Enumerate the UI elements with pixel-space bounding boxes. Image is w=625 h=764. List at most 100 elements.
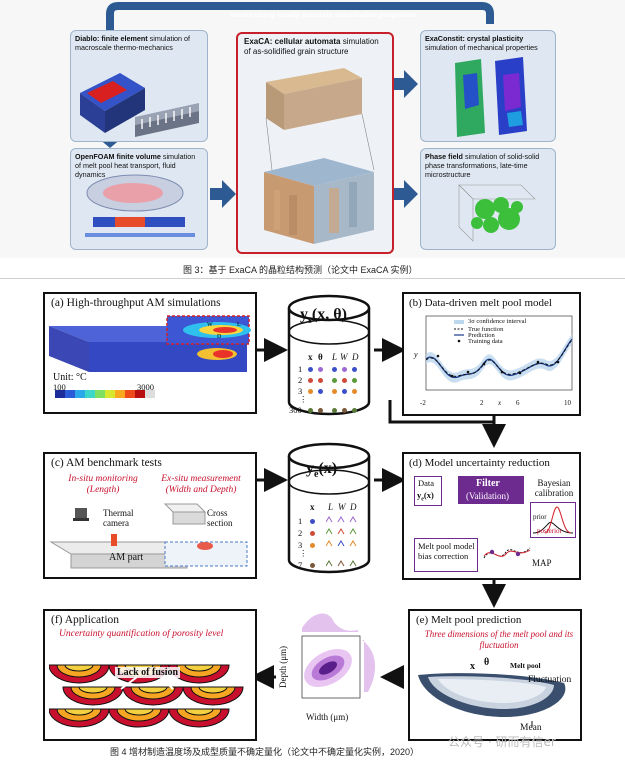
cyl-top-row: ⋮ [299, 394, 308, 404]
panel-f: (f) Application Uncertainty quantificati… [43, 609, 257, 741]
panel-e-subtitle: Three dimensions of the melt pool and it… [424, 629, 574, 650]
legend-prediction: Prediction [468, 332, 495, 339]
cyl-top-col-w: W [340, 352, 348, 362]
cyl-bottom-col-w: W [338, 502, 346, 512]
fig3-top-arrow-label: Iterate using locally accurate constitut… [230, 10, 416, 19]
panel-e-theta-label: θ [484, 657, 490, 668]
cylinder-bottom-shape [287, 442, 371, 574]
panel-a-title: (a) High-throughput AM simulations [51, 297, 221, 309]
xtick: -2 [420, 399, 426, 407]
cyl-bottom-col-x: x [310, 502, 315, 512]
xtick: 10 [564, 399, 571, 407]
dot [332, 367, 337, 372]
cyl-bottom-distributions [326, 516, 357, 567]
cylinder-top-shape [287, 294, 371, 416]
dot [318, 367, 323, 372]
dot [308, 408, 313, 413]
data-label: Data [418, 478, 435, 488]
dot [342, 408, 347, 413]
dot [332, 389, 337, 394]
colorbar [55, 390, 155, 398]
dot [318, 408, 323, 413]
phasefield-image [458, 184, 536, 242]
panel-e-title: (e) Melt pool prediction [416, 614, 522, 626]
panel-c-title: (c) AM benchmark tests [51, 457, 162, 469]
phasefield-title: Phase field simulation of solid-solid ph… [425, 152, 540, 179]
fig3-caption: 图 3：基于 ExaCA 的晶粒结构预测（论文中 ExaCA 实例） [183, 265, 418, 275]
exaca-title: ExaCA: cellular automata simulation of a… [244, 37, 379, 56]
prior-label: prior [533, 513, 547, 521]
bayesian-label: Bayesian calibration [534, 478, 574, 498]
panel-b-title: (b) Data-driven melt pool model [409, 297, 552, 309]
panel-a-simulation-image: W D L [49, 315, 251, 398]
divider-line [0, 278, 625, 279]
inset-label-d: D [217, 334, 222, 340]
map-label: MAP [532, 558, 552, 568]
cyl-top-row: 3 [298, 386, 303, 396]
bias-box: Melt pool model bias correction [414, 538, 478, 572]
unit-label: Unit: °C [53, 372, 87, 383]
inset-label-w: W [207, 322, 213, 328]
legend-true: True function [468, 326, 504, 333]
exaconstit-panel: ExaConstit: crystal plasticity simulatio… [420, 30, 556, 142]
exaconstit-title: ExaConstit: crystal plasticity simulatio… [425, 34, 538, 52]
panel-c: (c) AM benchmark tests In-situ monitorin… [43, 452, 257, 579]
dot [342, 378, 347, 383]
prior-posterior-plot [532, 506, 574, 534]
panel-e-x-label: x [470, 661, 475, 672]
filter-box: Filter (Validation) [458, 476, 524, 504]
fig4-connectors [250, 338, 506, 689]
x-axis-label: x [498, 399, 502, 407]
dot [352, 378, 357, 383]
fig4-caption: 图 4 增材制造温度场及成型质量不确定量化（论文中不确定量化实例，2020） [110, 747, 420, 757]
posterior-label: posterior [537, 527, 562, 535]
cyl-top-col-theta: θ [318, 352, 323, 362]
phasefield-panel: Phase field simulation of solid-solid ph… [420, 148, 556, 250]
exaca-image [264, 68, 375, 244]
panel-b: (b) Data-driven melt pool model 3σ confi… [402, 292, 581, 416]
cyl-bottom-col-l: L [328, 502, 334, 512]
data-symbol: ye(x) [417, 490, 434, 503]
xtick: 6 [516, 399, 520, 407]
openfoam-title: OpenFOAM finite volume simulation of mel… [75, 152, 196, 179]
figure-3: Iterate using locally accurate constitut… [0, 0, 625, 275]
dot [352, 389, 357, 394]
cyl-top-row: 300 [289, 405, 302, 415]
fluctuation-label: Fluctuation [528, 675, 572, 685]
cyl-top-row: 1 [298, 364, 303, 374]
dot [310, 543, 315, 548]
dot [310, 519, 315, 524]
openfoam-image [85, 174, 195, 237]
filter-label: Filter [476, 478, 500, 489]
dot [352, 367, 357, 372]
panel-d: (d) Model uncertainty reduction Data ye(… [402, 452, 581, 580]
cyl-top-col-d: D [352, 352, 359, 362]
exsitu-label: Ex-situ measurement (Width and Depth) [161, 474, 241, 495]
melt-pool-image [418, 673, 566, 727]
panel-b-ylabel: y [414, 350, 418, 359]
dot [308, 367, 313, 372]
cyl-top-col-x: x [308, 352, 313, 362]
cyl-bottom-row: 2 [298, 528, 303, 538]
cylinder-experimental-data: ye(x) x L W D 1 2 3 ⋮ 7 [286, 438, 372, 578]
cross-section-label: Cross section [207, 508, 233, 528]
cyl-bottom-row: ⋮ [299, 548, 308, 558]
cylinder-simulation-data: ys(x, θ) x θ L W D 1 2 3 ⋮ 300 [286, 290, 372, 420]
dot [342, 389, 347, 394]
xtick: 2 [480, 399, 484, 407]
cyl-bottom-row: 1 [298, 516, 303, 526]
cyl-bottom-row: 7 [298, 560, 303, 570]
dot [310, 563, 315, 568]
dot [342, 367, 347, 372]
kde-xlabel: Width (μm) [306, 712, 349, 722]
thermal-camera-label: Thermal camera [103, 508, 134, 528]
colorbar-max: 3000 [137, 382, 154, 392]
cyl-top-col-l: L [332, 352, 338, 362]
validation-label: (Validation) [466, 491, 509, 501]
dot [352, 408, 357, 413]
melt-pool-label: Melt pool [510, 661, 541, 670]
legend-confidence: 3σ confidence interval [468, 318, 527, 325]
porosity-image [49, 664, 244, 728]
dot [310, 531, 315, 536]
cyl-bottom-row: 3 [298, 540, 303, 550]
